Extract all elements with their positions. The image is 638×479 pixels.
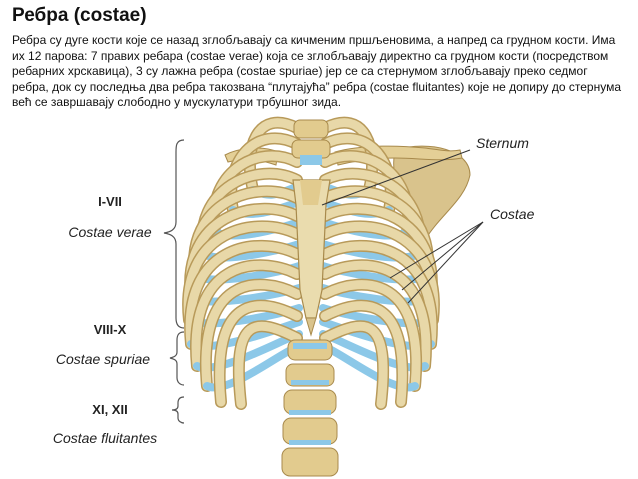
- group-label-latin-fluitantes: Costae fluitantes: [52, 430, 158, 446]
- group-label-roman-verae: I-VII: [98, 194, 122, 209]
- rib-fill: [320, 241, 437, 349]
- annotation-sternum: Sternum: [476, 135, 529, 151]
- bracket-costae-spuriae: [169, 331, 185, 386]
- group-label-latin-verae: Costae verae: [68, 224, 152, 240]
- rib-fill: [234, 321, 302, 409]
- annotation-costae: Costae: [490, 206, 535, 222]
- rib-fill: [183, 221, 302, 325]
- rib-fill: [215, 301, 302, 407]
- rib-fill: [185, 241, 302, 349]
- rib-fill: [320, 221, 439, 325]
- rib-fill: [320, 280, 421, 391]
- rib-fill: [191, 260, 302, 371]
- rib-fill: [201, 280, 302, 391]
- rib-fill: [320, 301, 407, 407]
- rib-fill: [320, 321, 388, 409]
- costae-leader-lines: [389, 221, 484, 304]
- bracket-costae-fluitantes: [171, 396, 185, 424]
- group-label-roman-spuriae: VIII-X: [93, 322, 127, 337]
- rib-fill: [320, 260, 431, 371]
- slide-title: Ребра (costae): [12, 5, 147, 26]
- sternum: [292, 179, 331, 337]
- bracket-costae-verae: [163, 139, 185, 329]
- slide-paragraph: Ребра су дуге кости које се назад зглобљ…: [12, 33, 622, 109]
- sternum-leader-line: [321, 149, 471, 206]
- group-label-latin-spuriae: Costae spuriae: [55, 351, 151, 367]
- ribs: [182, 116, 440, 410]
- spine: [281, 119, 339, 477]
- group-label-roman-fluitantes: XI, XII: [92, 402, 128, 417]
